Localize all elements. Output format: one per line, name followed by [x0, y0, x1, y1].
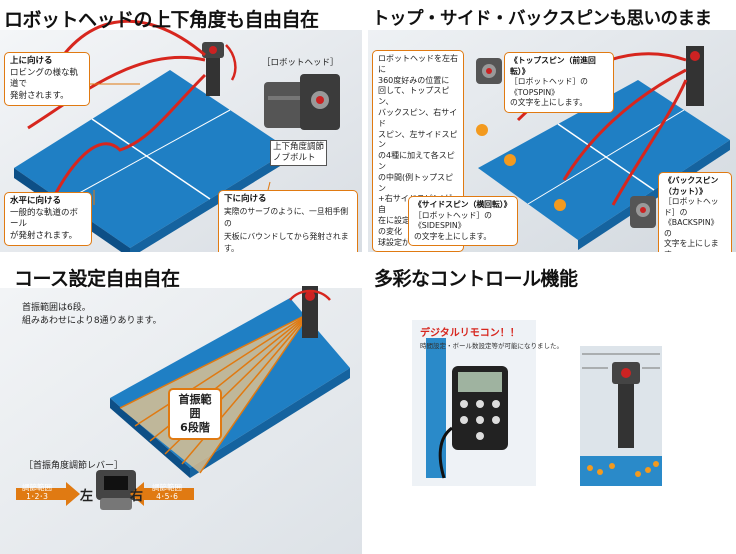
range-label: 首振範囲 6段階	[168, 388, 222, 440]
callout-sidespin-title: 《サイドスピン（横回転）》	[414, 200, 512, 209]
right-range-label: 調節範囲 4･5･6	[152, 483, 182, 501]
panel-head-angle-title: ロボットヘッドの上下角度も自由自在	[4, 9, 319, 31]
panel-spin: トップ・サイド・バックスピンも思いのまま ロボットヘッドを左右に 360度好みの…	[368, 0, 736, 252]
callout-tilt-up: 上に向ける ロビングの様な軌道で 発射されます。	[4, 52, 90, 106]
callout-tilt-up-title: 上に向ける	[10, 56, 53, 66]
callout-tilt-up-body: ロビングの様な軌道で 発射されます。	[10, 67, 79, 101]
left-char: 左	[80, 489, 94, 504]
remote-title: デジタルリモコン！！	[420, 328, 520, 339]
range-label-text: 首振範囲 6段階	[178, 393, 212, 434]
callout-topspin-title: 《トップスピン（前進回転）》	[510, 56, 596, 76]
panel-control-illustration	[368, 288, 736, 554]
callout-backspin: 《バックスピン （カット）》 ［ロボットヘッド］の 《BACKSPIN》の 文字…	[658, 172, 732, 252]
angle-lever-label: 上下角度調節 ノブボルト	[270, 140, 328, 166]
callout-sidespin-body: ［ロボットヘッド］の《SIDESPIN》 の文字を上にします。	[414, 210, 492, 241]
callout-topspin: 《トップスピン（前進回転）》 ［ロボットヘッド］の《TOPSPIN》 の文字を上…	[504, 52, 614, 113]
callout-backspin-title: 《バックスピン （カット）》	[664, 176, 719, 196]
lever-label: ［首振角度調節レバー］	[24, 461, 124, 471]
right-char: 右	[130, 489, 144, 504]
panel-control-title: 多彩なコントロール機能	[374, 268, 578, 290]
callout-tilt-level-title: 水平に向ける	[10, 196, 62, 206]
course-note: 首振範囲は6段。 組みあわせにより8通りあります。	[22, 303, 162, 326]
callout-sidespin: 《サイドスピン（横回転）》 ［ロボットヘッド］の《SIDESPIN》 の文字を上…	[408, 196, 518, 246]
callout-topspin-body: ［ロボットヘッド］の《TOPSPIN》 の文字を上にします。	[510, 77, 588, 107]
callout-tilt-down-body: 実際のサーブのように、一旦相手側の 天板にバウンドしてから発射されます。	[224, 206, 349, 253]
panel-spin-title: トップ・サイド・バックスピンも思いのまま	[372, 9, 712, 29]
callout-tilt-level-body: 一般的な軌道のボール が発射されます。	[10, 207, 79, 241]
left-range-label: 調節範囲 1･2･3	[22, 483, 52, 501]
panel-course-title: コース設定自由自在	[14, 268, 180, 290]
panel-control: 多彩なコントロール機能 デジタルリモコン！！ 時間設定・ボール数設定等が可能にな…	[368, 258, 736, 554]
panel-head-angle: ロボットヘッドの上下角度も自由自在 上に向ける ロビングの様な軌道で 発射されま…	[0, 0, 362, 252]
panel-course: コース設定自由自在 首振範囲は6段。 組みあわせにより8通りあります。 首振範囲…	[0, 258, 362, 554]
callout-tilt-down: 下に向ける 実際のサーブのように、一旦相手側の 天板にバウンドしてから発射されま…	[218, 190, 358, 252]
robot-head-label: ［ロボットヘッド］	[262, 58, 339, 68]
callout-backspin-body: ［ロボットヘッド］の 《BACKSPIN》の 文字を上にします。	[664, 197, 719, 252]
callout-tilt-level: 水平に向ける 一般的な軌道のボール が発射されます。	[4, 192, 92, 246]
remote-body: 時間設定・ボール数設定等が可能になりました。	[420, 342, 563, 350]
callout-tilt-down-title: 下に向ける	[224, 194, 267, 204]
